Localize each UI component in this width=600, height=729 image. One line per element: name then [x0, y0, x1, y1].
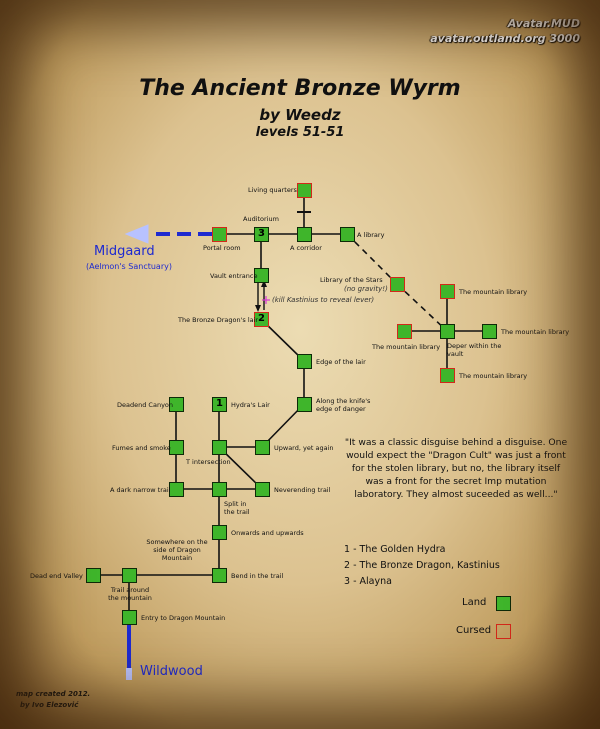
midgaard-sublabel: (Aelmon's Sanctuary) — [86, 262, 172, 271]
legend-item-2: 2 - The Bronze Dragon, Kastinius — [344, 560, 500, 571]
label-a-corridor: A corridor — [290, 244, 322, 252]
room-edge-of-lair[interactable] — [297, 354, 312, 369]
label-entry-to-dragon-mountain: Entry to Dragon Mountain — [141, 614, 226, 622]
boss-legend: 1 - The Golden Hydra 2 - The Bronze Drag… — [344, 542, 500, 590]
room-auditorium[interactable]: 3 — [254, 227, 269, 242]
room-neverending-trail[interactable] — [255, 482, 270, 497]
label-dead-end-valley: Dead end Valley — [30, 572, 83, 580]
room-dark-narrow-trail[interactable] — [169, 482, 184, 497]
room-library-of-the-stars[interactable] — [390, 277, 405, 292]
label-neverending-trail: Neverending trail — [274, 486, 331, 494]
link-stars-deper — [396, 283, 448, 332]
label-living-quarters: Living quarters — [248, 186, 297, 194]
label-onwards-and-upwards: Onwards and upwards — [231, 529, 304, 537]
room-living-quarters[interactable] — [297, 183, 312, 198]
label-hydras-lair: Hydra's Lair — [231, 401, 270, 409]
label-mountain-library-s: The mountain library — [459, 372, 528, 380]
credit-line-1: map created 2012. — [16, 690, 91, 698]
room-trail-around-mountain[interactable] — [122, 568, 137, 583]
label-library-of-the-stars: Library of the Stars — [320, 276, 383, 284]
credit-line-2: by Ivo Elezović — [20, 701, 79, 709]
room-mountain-library-e[interactable] — [482, 324, 497, 339]
legend-item-1: 1 - The Golden Hydra — [344, 544, 446, 555]
map-levels: levels 51-51 — [255, 125, 345, 140]
room-bend-in-trail[interactable] — [212, 568, 227, 583]
label-auditorium: Auditorium — [243, 215, 279, 223]
label-mountain-library-ne: The mountain library — [459, 288, 528, 296]
room-mountain-library-w[interactable] — [397, 324, 412, 339]
map-author: by Weedz — [259, 106, 341, 124]
label-mountain-library-w: The mountain library — [372, 343, 441, 351]
room-vault-entrance[interactable] — [254, 268, 269, 283]
lore-quote: "It was a classic disguise behind a disg… — [344, 437, 568, 500]
room-t-intersection[interactable] — [212, 440, 227, 455]
server-address: avatar.outland.org 3000 — [430, 32, 580, 45]
midgaard-label: Midgaard — [94, 244, 155, 259]
label-mountain-library-e: The mountain library — [501, 328, 570, 336]
room-dead-end-valley[interactable] — [86, 568, 101, 583]
note-lever: (kill Kastinius to reveal lever) — [272, 296, 375, 304]
room-split-in-trail[interactable] — [212, 482, 227, 497]
midgaard-arrow — [124, 224, 149, 244]
room-onwards-and-upwards[interactable] — [212, 525, 227, 540]
room-mountain-library-s[interactable] — [440, 368, 455, 383]
label-knifes-edge: Along the knife's edge of danger — [316, 397, 371, 413]
room-entry-to-dragon-mountain[interactable] — [122, 610, 137, 625]
room-hydras-lair[interactable]: 1 — [212, 397, 227, 412]
legend-land-label: Land — [462, 597, 487, 608]
room-upward-yet-again[interactable] — [255, 440, 270, 455]
label-fumes-and-smoke: Fumes and smoke — [112, 444, 171, 452]
room-portal[interactable] — [212, 227, 227, 242]
label-portal-room: Portal room — [203, 244, 241, 252]
label-bend-in-trail: Bend in the trail — [231, 572, 284, 580]
room-deadend-canyon[interactable] — [169, 397, 184, 412]
map-title: The Ancient Bronze Wyrm — [139, 76, 461, 101]
legend-item-3: 3 - Alayna — [344, 576, 392, 587]
label-deadend-canyon: Deadend Canyon — [117, 401, 174, 409]
label-t-intersection: T intersection — [186, 458, 231, 466]
label-dark-narrow-trail: A dark narrow trail — [110, 486, 171, 494]
label-bronze-dragon-lair: The Bronze Dragon's lair — [178, 316, 259, 324]
label-edge-of-lair: Edge of the lair — [316, 358, 366, 366]
room-mountain-library-ne[interactable] — [440, 284, 455, 299]
legend-cursed-label: Cursed — [456, 625, 492, 636]
note-no-gravity: (no gravity!) — [344, 285, 388, 293]
mud-name: Avatar.MUD — [507, 17, 580, 30]
label-trail-around-mountain: Trail around the mountain — [108, 586, 152, 602]
wildwood-label: Wildwood — [140, 664, 203, 679]
label-split-in-trail: Split in the trail — [224, 500, 250, 516]
label-a-library: A library — [357, 231, 385, 239]
label-upward-yet-again: Upward, yet again — [274, 444, 334, 452]
legend-cursed-swatch — [496, 624, 511, 639]
room-bronze-dragon-lair[interactable]: 2 — [254, 312, 269, 327]
room-knifes-edge[interactable] — [297, 397, 312, 412]
label-vault-entrance: Vault entrance — [210, 272, 258, 280]
room-corridor[interactable] — [297, 227, 312, 242]
legend-land-swatch — [496, 596, 511, 611]
label-side-of-mountain: Somewhere on the side of Dragon Mountain — [146, 538, 208, 562]
room-deper-within-vault[interactable] — [440, 324, 455, 339]
room-a-library[interactable] — [340, 227, 355, 242]
wildwood-arrow — [126, 668, 132, 680]
label-deper-within-vault: Deper within the vault — [447, 342, 502, 358]
link-library-stars — [346, 233, 398, 285]
room-fumes-and-smoke[interactable] — [169, 440, 184, 455]
